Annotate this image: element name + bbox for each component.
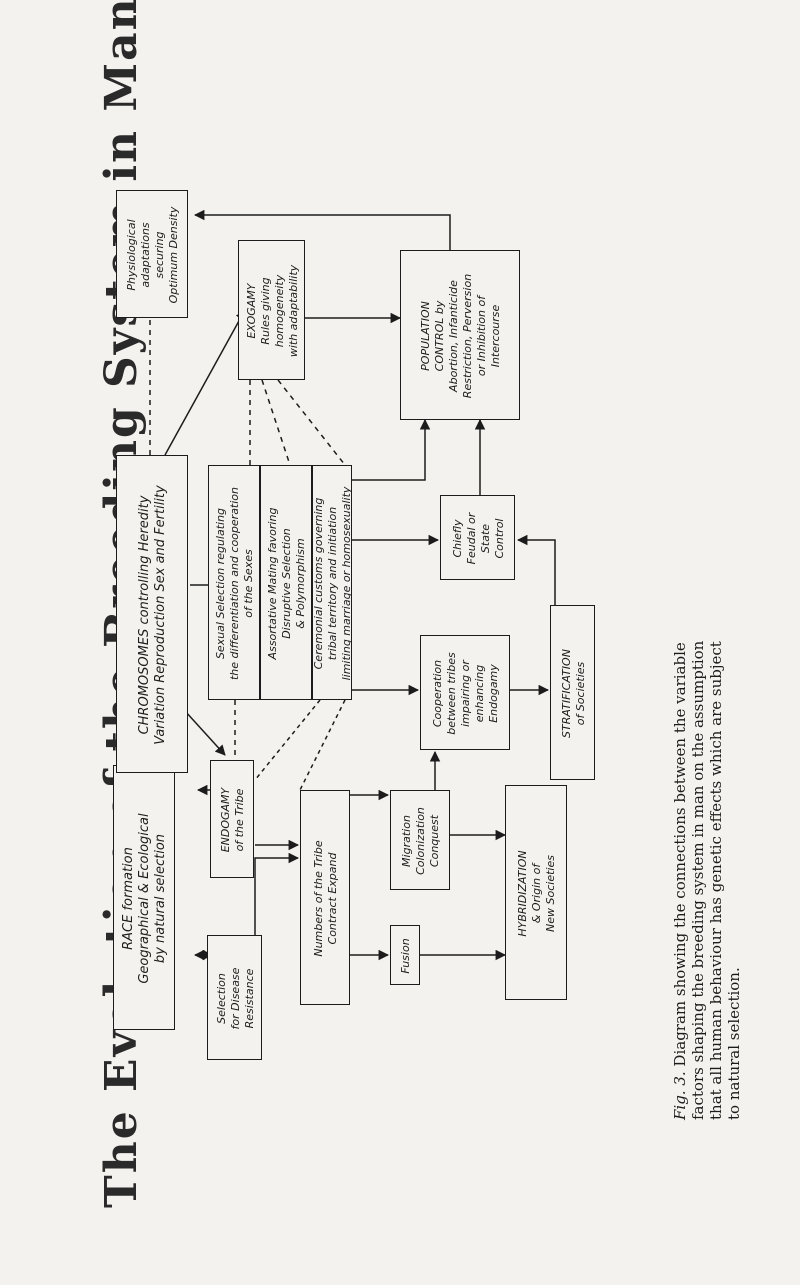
exogamy-line-2: homogeneity [272, 274, 286, 348]
cooperation-line-4: Endogamy [487, 664, 500, 723]
exogamy-line-3: with adaptability [286, 264, 300, 358]
assortative-line-1: Disruptive Selection [280, 528, 293, 639]
sexual-line-0: Sexual Selection regulating [214, 507, 227, 660]
migration-line-2: Conquest [428, 814, 441, 868]
migration-line-0: Migration [400, 815, 413, 867]
chiefly-line-1: Feudal or [464, 512, 478, 565]
stratification-line-0: STRATIFICATION [559, 649, 573, 738]
link-ceremonial-numbers-2 [299, 699, 346, 791]
chiefly-line-2: State [478, 523, 492, 554]
numbers-line-0: Numbers of the Tribe [312, 840, 325, 957]
link-ceremonial-numbers [254, 699, 321, 781]
ceremonial-line-0: Ceremonial customs governing [312, 497, 325, 670]
arrow-disease-numbers [254, 852, 300, 935]
caption-label: Fig. 3. [671, 1071, 689, 1120]
population-line-4: or Inhibition of [475, 295, 488, 377]
link-exogamy-ceremonial [277, 379, 346, 466]
arrow-stratification-chiefly [516, 534, 556, 605]
physiological-line-1: adaptations [139, 222, 152, 288]
cooperation-line-1: between tribes [445, 652, 458, 735]
race-line-1: Geographical & Ecological [137, 813, 152, 984]
sexual-line-1: the differentiation and cooperation [228, 487, 241, 681]
disease-line-2: Resistance [242, 968, 256, 1029]
stratification-line-1: of Societies [573, 661, 587, 726]
race-line-2: by natural selection [153, 833, 168, 964]
chiefly-line-3: Control [492, 518, 506, 559]
fusion-line-0: Fusion [399, 938, 412, 974]
exogamy-line-0: EXOGAMY [244, 283, 258, 339]
chromosomes-line-0: CHROMOSOMES controlling Heredity [137, 495, 152, 735]
assortative-line-2: & Polymorphism [294, 538, 307, 629]
physiological-line-3: Optimum Density [167, 206, 180, 304]
numbers-line-1: Contract Expand [326, 852, 339, 945]
cooperation-line-2: impairing or [459, 660, 472, 727]
exogamy-line-1: Rules giving [258, 277, 272, 345]
chromosomes-line-1: Variation Reproduction Sex and Fertility [153, 485, 168, 745]
hybridization-line-1: & Origin of [530, 863, 543, 924]
population-line-1: CONTROL by [433, 300, 446, 372]
arrow-population-physiological [193, 209, 451, 250]
chiefly-line-0: Chiefly [450, 519, 464, 558]
population-line-3: Restriction, Perversion [461, 273, 474, 399]
link-exogamy-assortative [261, 379, 291, 466]
disease-line-0: Selection [214, 973, 228, 1024]
cooperation-line-3: enhancing [473, 664, 486, 723]
sexual-line-2: of the Sexes [242, 549, 255, 618]
hybridization-line-2: New Societies [544, 855, 557, 932]
population-line-0: POPULATION [419, 301, 432, 371]
figure-caption: Fig. 3. Diagram showing the connections … [665, 630, 775, 1120]
assortative-line-0: Assortative Mating favoring [266, 507, 279, 660]
cooperation-line-0: Cooperation [431, 659, 444, 728]
caption-text: Diagram showing the connections between … [671, 640, 743, 1120]
physiological-line-0: Physiological [125, 219, 138, 291]
race-line-0: RACE formation [121, 847, 136, 950]
population-line-2: Abortion, Infanticide [447, 280, 460, 392]
endogamy-line-1: of the Tribe [233, 788, 246, 852]
migration-line-1: Colonization [414, 807, 427, 875]
physiological-line-2: securing [153, 231, 166, 279]
fusion-box: Fusion [390, 925, 420, 985]
arrow-ceremonial-population [350, 418, 431, 481]
endogamy-line-0: ENDOGAMY [219, 787, 232, 853]
arrow-chromosomes-exogamy [164, 309, 246, 456]
hybridization-line-0: HYBRIDIZATION [516, 850, 529, 937]
ceremonial-line-2: limiting marriage or homosexuality [340, 486, 353, 681]
population-line-5: Intercourse [489, 304, 502, 368]
ceremonial-line-1: tribal territory and initiation [326, 506, 339, 661]
disease-line-1: for Disease [228, 967, 242, 1030]
